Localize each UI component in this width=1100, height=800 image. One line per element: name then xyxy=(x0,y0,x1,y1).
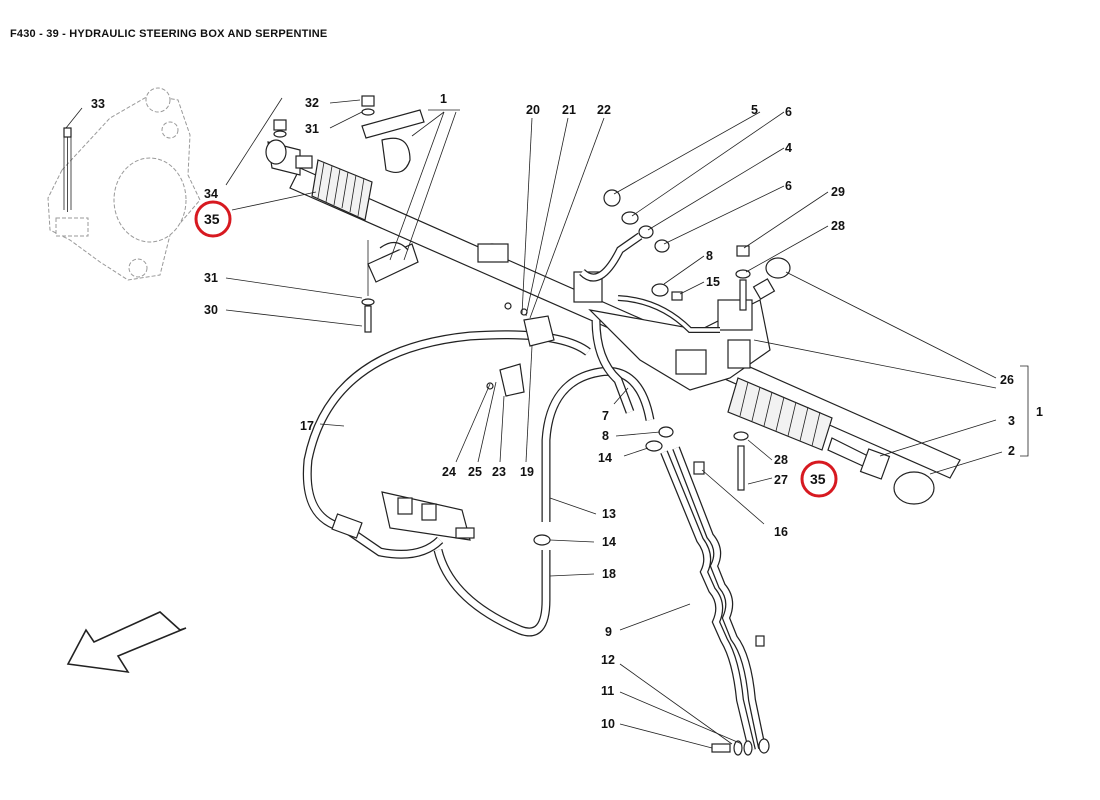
banjo-fittings-5-4-6 xyxy=(603,189,670,253)
callout-20: 20 xyxy=(526,103,540,117)
bolt-washers-10-11-12 xyxy=(711,738,770,756)
fitting-34 xyxy=(273,119,287,138)
clamp-upper xyxy=(361,109,425,173)
nut-32 xyxy=(361,95,375,116)
callout-34: 34 xyxy=(204,187,218,201)
callout-10: 10 xyxy=(601,717,615,731)
callout-1-right: 1 xyxy=(1036,405,1043,419)
page-title: F430 - 39 - HYDRAULIC STEERING BOX AND S… xyxy=(10,28,328,40)
callout-31: 31 xyxy=(305,122,319,136)
callout-16: 16 xyxy=(774,525,788,539)
callout-11: 11 xyxy=(601,684,614,698)
callout-9: 9 xyxy=(605,625,612,639)
callout-14-mid: 14 xyxy=(598,451,612,465)
hose-clamp-14 xyxy=(533,534,551,546)
callout-18: 18 xyxy=(602,567,616,581)
leader-lines xyxy=(65,97,1029,749)
callout-24: 24 xyxy=(442,465,456,479)
callout-31-lower: 31 xyxy=(204,271,218,285)
callout-12: 12 xyxy=(601,653,615,667)
callout-35-right: 35 xyxy=(810,471,826,487)
direction-arrow-icon xyxy=(66,611,187,674)
bolt-30 xyxy=(361,240,375,333)
callout-25: 25 xyxy=(468,465,482,479)
callout-1-top: 1 xyxy=(440,92,447,106)
callout-2: 2 xyxy=(1008,444,1015,458)
callout-29: 29 xyxy=(831,185,845,199)
callout-19: 19 xyxy=(520,465,534,479)
support-bracket xyxy=(381,491,475,541)
callout-32: 32 xyxy=(305,96,319,110)
callout-labels: 33 32 31 34 35 31 30 1 20 21 22 5 6 4 6 … xyxy=(91,92,1043,731)
callout-28-top: 28 xyxy=(831,219,845,233)
callout-6-top: 6 xyxy=(785,105,792,119)
callout-15: 15 xyxy=(706,275,720,289)
callout-8-top: 8 xyxy=(706,249,713,263)
boot-left xyxy=(311,159,373,221)
callout-26: 26 xyxy=(1000,373,1014,387)
fitting-28-27 xyxy=(733,431,749,491)
fitting-8-14 xyxy=(645,426,674,452)
steering-rack-tube xyxy=(265,139,961,505)
callout-35-left: 35 xyxy=(204,211,220,227)
boot-right xyxy=(727,377,833,451)
callout-23: 23 xyxy=(492,465,506,479)
callout-28-lower: 28 xyxy=(774,453,788,467)
highlight-ring-right xyxy=(800,460,838,498)
callout-8-lower: 8 xyxy=(602,429,609,443)
hose-13 xyxy=(541,366,655,522)
fitting-20-22 xyxy=(486,302,555,397)
callout-13: 13 xyxy=(602,507,616,521)
callout-21: 21 xyxy=(562,103,576,117)
callout-22: 22 xyxy=(597,103,611,117)
serpentine-cooler-9 xyxy=(660,446,766,751)
callout-5: 5 xyxy=(751,103,758,117)
callout-33: 33 xyxy=(91,97,105,111)
callout-7: 7 xyxy=(602,409,609,423)
callout-3: 3 xyxy=(1008,414,1015,428)
callout-4: 4 xyxy=(785,141,792,155)
callout-17: 17 xyxy=(300,419,314,433)
callout-30: 30 xyxy=(204,303,218,317)
clamp-lower xyxy=(367,241,419,283)
hose-7 xyxy=(591,319,635,414)
hose-18 xyxy=(433,548,551,637)
pipe-5-6 xyxy=(579,232,720,333)
fitting-16 xyxy=(693,461,705,475)
callout-6-lower: 6 xyxy=(785,179,792,193)
hose-17 xyxy=(302,330,591,559)
bolt-33 xyxy=(63,127,72,212)
steering-knuckle-ghost xyxy=(47,87,201,281)
callout-27: 27 xyxy=(774,473,788,487)
highlight-ring-left xyxy=(194,200,232,238)
fitting-8-15 xyxy=(651,283,683,301)
callout-14-lower: 14 xyxy=(602,535,616,549)
fitting-29-28 xyxy=(735,245,791,311)
